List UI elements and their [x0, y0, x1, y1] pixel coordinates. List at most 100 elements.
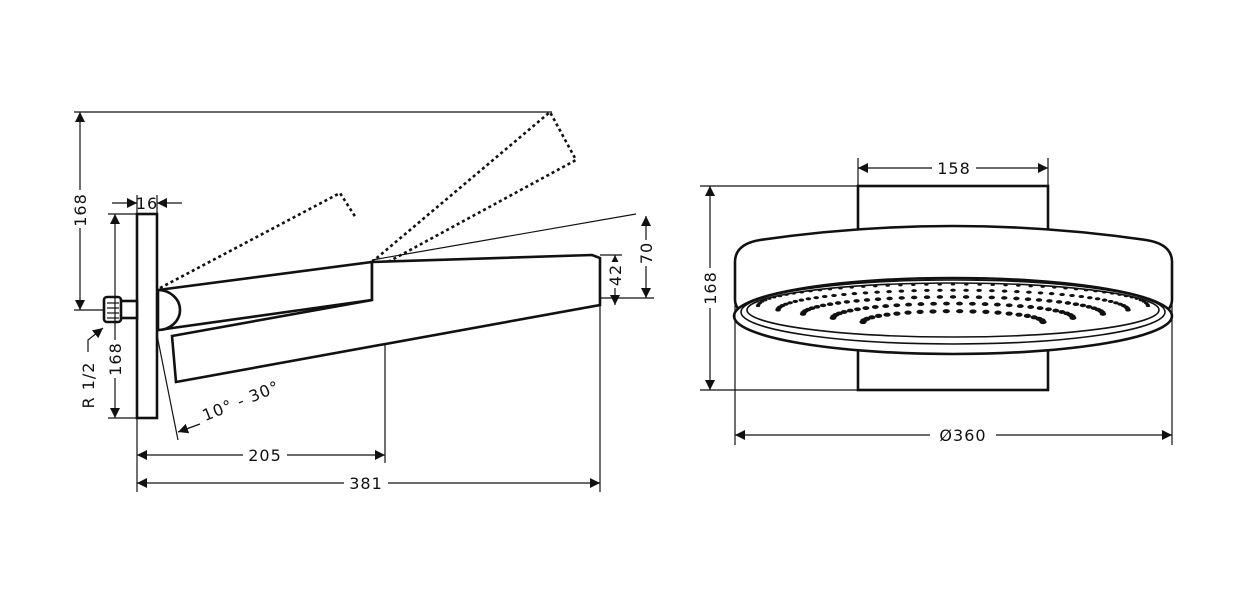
nozzle: [1046, 299, 1053, 303]
angle-label: 10° - 30°: [200, 377, 283, 425]
nozzle: [777, 294, 783, 298]
nozzle: [1052, 308, 1060, 313]
nozzle: [827, 288, 833, 291]
nozzle: [950, 288, 956, 292]
arm-joint: [156, 288, 182, 332]
nozzle: [917, 302, 925, 307]
nozzle: [1094, 297, 1101, 301]
nozzle: [813, 296, 819, 300]
nozzle: [886, 296, 893, 301]
nozzle: [826, 302, 834, 307]
nozzle: [1039, 319, 1047, 325]
nozzle: [994, 302, 1001, 307]
nozzle: [1001, 296, 1008, 300]
nozzle: [936, 295, 944, 299]
nozzle: [923, 295, 931, 300]
front-view: 158 168 Ø360: [700, 158, 1174, 445]
dim-168-front: 168: [701, 271, 720, 305]
nozzle: [1016, 284, 1021, 287]
dim-70: 70: [637, 242, 656, 264]
nozzle: [1117, 293, 1122, 296]
nozzle: [956, 309, 964, 314]
nozzle: [792, 299, 799, 303]
nozzle: [840, 310, 848, 314]
nozzle: [1063, 287, 1068, 290]
dim-381: 381: [349, 474, 383, 493]
nozzle: [1110, 292, 1115, 295]
nozzle: [929, 309, 937, 314]
nozzle: [798, 298, 805, 302]
nozzle: [943, 301, 950, 306]
nozzle: [1069, 316, 1077, 320]
nozzle: [1052, 286, 1057, 289]
nozzle: [1037, 291, 1044, 295]
nozzle: [843, 300, 851, 304]
nozzle: [1016, 304, 1024, 309]
nozzle: [1005, 303, 1013, 308]
nozzle: [886, 290, 892, 294]
nozzle: [791, 292, 796, 295]
nozzle: [937, 283, 942, 286]
nozzle: [868, 315, 876, 320]
nozzle: [1113, 301, 1119, 305]
nozzle: [1026, 290, 1032, 294]
nozzle: [893, 303, 901, 308]
nozzle: [975, 295, 983, 300]
nozzle: [854, 307, 861, 312]
nozzle: [874, 290, 880, 294]
nozzle: [1107, 299, 1114, 303]
nozzle: [1059, 292, 1065, 297]
nozzle: [861, 285, 866, 288]
nozzle: [924, 283, 929, 286]
nozzle: [838, 287, 843, 290]
nozzle: [1141, 300, 1147, 303]
thread-leader: [87, 327, 104, 352]
nozzle: [1035, 298, 1043, 302]
nozzle: [846, 308, 854, 313]
nozzle: [1125, 308, 1131, 312]
nozzle: [871, 305, 879, 309]
nozzle: [1079, 303, 1087, 308]
dim-42: 42: [606, 264, 625, 286]
nozzle: [1073, 288, 1079, 291]
nozzle: [817, 289, 823, 292]
nozzle: [813, 304, 821, 309]
dim-158: 158: [937, 159, 971, 178]
nozzle: [874, 297, 882, 302]
nozzle: [911, 295, 918, 300]
nozzle: [831, 293, 837, 298]
shower-head-side: [170, 253, 602, 384]
dim-168-lower: 168: [106, 342, 125, 376]
nozzle: [916, 309, 924, 314]
nozzle: [1028, 285, 1033, 288]
nozzle: [853, 299, 860, 303]
angle-arrow: [177, 423, 201, 434]
nozzle: [1001, 289, 1008, 293]
connector-stem: [118, 299, 139, 320]
nozzle: [783, 302, 789, 306]
dim-diameter: Ø360: [939, 426, 986, 445]
nozzle: [1014, 290, 1020, 294]
nozzle: [1138, 299, 1144, 302]
nozzle: [905, 302, 912, 307]
tilt-position-outline-2: [371, 109, 578, 264]
thread-label: R 1/2: [79, 362, 98, 409]
dim-16: 16: [136, 194, 158, 213]
nozzle: [863, 298, 871, 302]
nozzle: [1145, 304, 1151, 308]
nozzle: [1078, 294, 1085, 299]
tilt-position-outline-1: [159, 191, 358, 290]
front-extension-lines: [700, 158, 1173, 445]
dim-205: 205: [248, 446, 282, 465]
nozzle: [1129, 296, 1135, 299]
nozzle: [883, 312, 891, 317]
nozzle: [1048, 292, 1055, 296]
nozzle: [956, 301, 963, 306]
nozzle: [1087, 296, 1093, 300]
nozzle: [994, 310, 1002, 315]
nozzle: [834, 301, 842, 305]
nozzle: [904, 310, 912, 315]
nozzle: [1093, 290, 1098, 293]
nozzle: [841, 292, 847, 297]
